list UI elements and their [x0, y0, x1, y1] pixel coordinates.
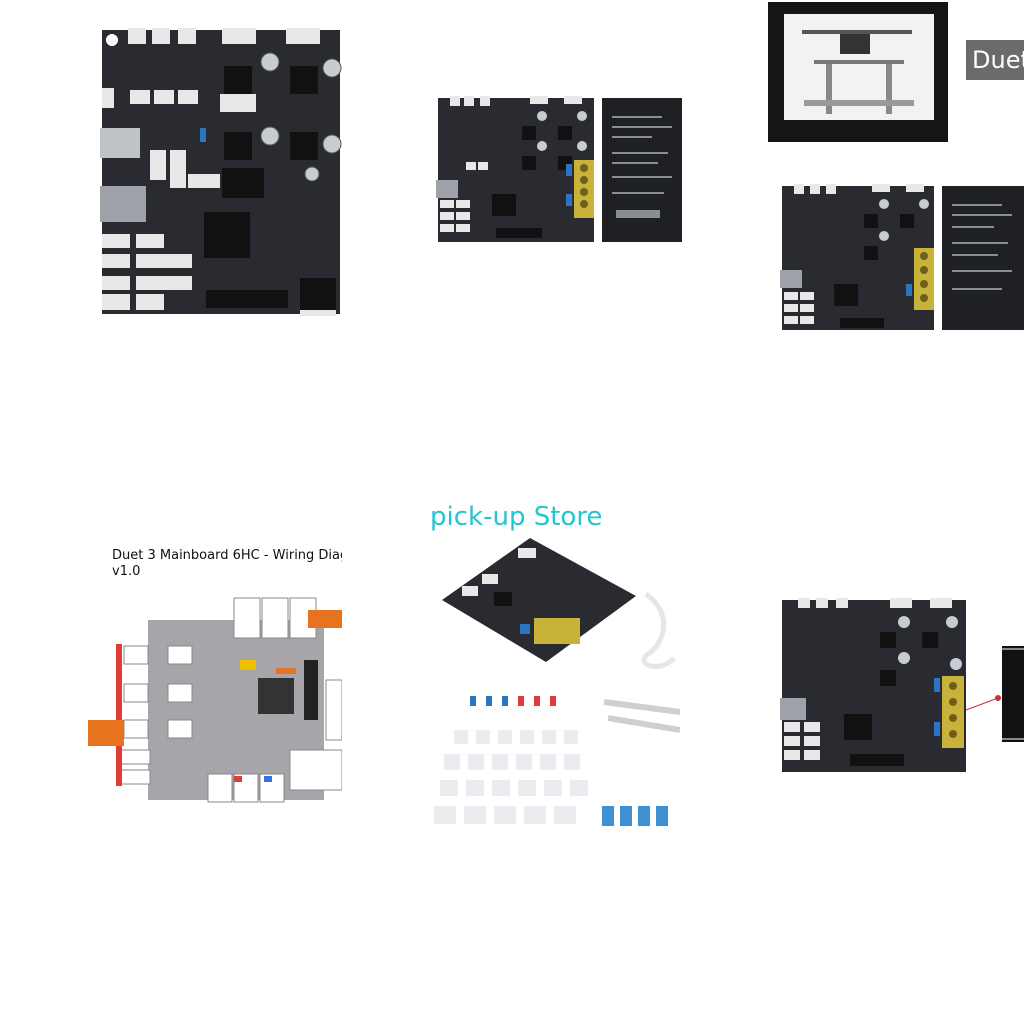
store-watermark: pick-up Store [430, 502, 603, 532]
image-kit-accessories[interactable]: pick-up Store [424, 500, 682, 830]
image-wiring-diagram[interactable]: Duet 3 Mainboard 6HC - Wiring Diag v1.0 [84, 544, 342, 816]
kit-graphic [434, 538, 681, 826]
image-board-with-card-2[interactable] [780, 184, 1024, 332]
board-with-card-graphic [436, 96, 682, 242]
board-closeup-graphic [100, 28, 342, 316]
image-printer-with-badge[interactable]: Duet [764, 0, 1024, 146]
diagram-title: Duet 3 Mainboard 6HC - Wiring Diag [112, 548, 342, 563]
board-with-card-2-graphic [780, 184, 1024, 330]
board-with-chip-graphic [780, 598, 1024, 772]
wiring-diagram-graphic [88, 597, 342, 803]
image-board-closeup[interactable] [100, 28, 342, 316]
image-board-with-chip-callout[interactable] [780, 598, 1024, 774]
printer-graphic [768, 2, 948, 142]
image-board-with-card[interactable] [436, 96, 684, 244]
diagram-version: v1.0 [112, 564, 141, 579]
printer-badge: Duet [966, 40, 1024, 80]
